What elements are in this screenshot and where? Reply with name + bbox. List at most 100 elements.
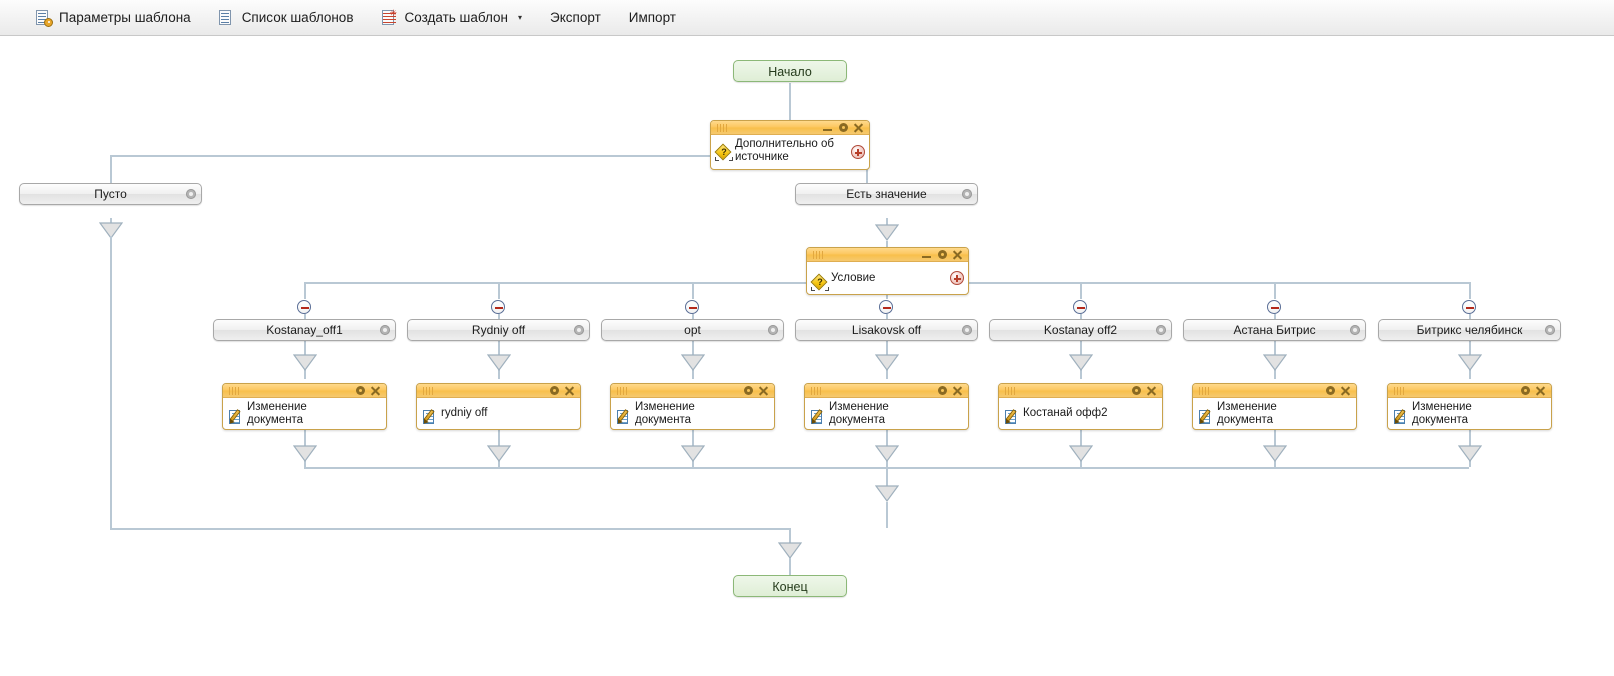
arrow-action-to-join — [1263, 445, 1287, 462]
toolbar-item-label: Импорт — [628, 10, 676, 25]
collapse-minus-icon[interactable] — [685, 300, 699, 314]
gear-icon[interactable] — [571, 319, 589, 341]
gear-icon[interactable] — [353, 385, 367, 397]
window-titlebar[interactable] — [1193, 384, 1356, 398]
window-titlebar[interactable] — [611, 384, 774, 398]
document-edit-icon — [1003, 408, 1021, 426]
add-plus-icon[interactable] — [950, 271, 964, 285]
end-node[interactable]: Конец — [733, 575, 847, 597]
collapse-minus-icon[interactable] — [1267, 300, 1281, 314]
gear-icon[interactable] — [741, 385, 755, 397]
branch-pill-empty[interactable]: Пусто — [19, 183, 202, 205]
branch-pill-kostanay-off1[interactable]: Kostanay_off1 — [213, 319, 396, 341]
window-titlebar[interactable] — [1388, 384, 1551, 398]
branch-pill-kostanay-off2[interactable]: Kostanay off2 — [989, 319, 1172, 341]
connector-hasvalue-down-1 — [886, 218, 888, 230]
close-icon[interactable] — [1338, 385, 1352, 397]
branch-pill-astana-bitris[interactable]: Астана Битрис — [1183, 319, 1366, 341]
drag-grip-icon[interactable] — [423, 386, 439, 395]
action-window-lisakovsk-off[interactable]: Изменение документа — [804, 383, 969, 430]
close-icon[interactable] — [1144, 385, 1158, 397]
action-window-kostanay-off1[interactable]: Изменение документа — [222, 383, 387, 430]
action-window-kostanay-off2[interactable]: Костанай офф2 — [998, 383, 1163, 430]
branch-pill-rydniy-off[interactable]: Rydniy off — [407, 319, 590, 341]
close-icon[interactable] — [562, 385, 576, 397]
gear-icon[interactable] — [183, 183, 201, 205]
branch-pill-lisakovsk-off[interactable]: Lisakovsk off — [795, 319, 978, 341]
window-titlebar[interactable] — [223, 384, 386, 398]
gear-icon[interactable] — [935, 249, 949, 261]
close-icon[interactable] — [851, 122, 865, 134]
gear-icon[interactable] — [1542, 319, 1560, 341]
arrow-branch-to-action — [293, 354, 317, 371]
window-body: Изменение документа — [1388, 398, 1551, 429]
close-icon[interactable] — [950, 385, 964, 397]
add-plus-icon[interactable] — [851, 145, 865, 159]
collapse-minus-icon[interactable] — [491, 300, 505, 314]
window-body: rydniy off — [417, 398, 580, 429]
drag-grip-icon[interactable] — [813, 250, 829, 259]
collapse-minus-icon[interactable] — [1462, 300, 1476, 314]
window-titlebar[interactable] — [807, 248, 968, 262]
action-window-bitriks-chelyabinsk[interactable]: Изменение документа — [1387, 383, 1552, 430]
drag-grip-icon[interactable] — [1394, 386, 1410, 395]
end-node-label: Конец — [772, 580, 808, 594]
window-titlebar[interactable] — [711, 121, 869, 135]
toolbar-item-create-template[interactable]: ✳ Создать шаблон ▾ — [368, 0, 537, 36]
drag-grip-icon[interactable] — [617, 386, 633, 395]
branch-pill-has-value[interactable]: Есть значение — [795, 183, 978, 205]
source-info-window[interactable]: ? Дополнительно об источнике — [710, 120, 870, 170]
action-window-rydniy-off[interactable]: rydniy off — [416, 383, 581, 430]
branch-label: Астана Битрис — [1233, 323, 1316, 337]
gear-icon[interactable] — [1347, 319, 1365, 341]
gear-icon[interactable] — [765, 319, 783, 341]
toolbar-item-label: Экспорт — [550, 10, 601, 25]
document-edit-icon — [421, 408, 439, 426]
toolbar-item-template-list[interactable]: Список шаблонов — [205, 0, 368, 36]
branch-pill-opt[interactable]: opt — [601, 319, 784, 341]
close-icon[interactable] — [1533, 385, 1547, 397]
drag-grip-icon[interactable] — [1199, 386, 1215, 395]
window-body: Изменение документа — [1193, 398, 1356, 429]
arrow-branch-to-action — [1458, 354, 1482, 371]
gear-icon[interactable] — [1323, 385, 1337, 397]
minimize-icon[interactable] — [920, 249, 934, 261]
gear-icon[interactable] — [1129, 385, 1143, 397]
gear-icon[interactable] — [547, 385, 561, 397]
gear-icon[interactable] — [959, 183, 977, 205]
gear-icon[interactable] — [935, 385, 949, 397]
document-edit-icon — [615, 408, 633, 426]
drag-grip-icon[interactable] — [811, 386, 827, 395]
connector-minus-to-branch-7 — [1469, 314, 1471, 319]
start-node[interactable]: Начало — [733, 60, 847, 82]
drag-grip-icon[interactable] — [717, 123, 733, 132]
window-titlebar[interactable] — [999, 384, 1162, 398]
gear-icon[interactable] — [377, 319, 395, 341]
action-title: rydniy off — [441, 407, 488, 419]
workflow-canvas[interactable]: Начало ? Дополнительно об источнике Пуст… — [0, 36, 1614, 676]
toolbar-item-template-params[interactable]: Параметры шаблона — [22, 0, 205, 36]
close-icon[interactable] — [756, 385, 770, 397]
collapse-minus-icon[interactable] — [1073, 300, 1087, 314]
toolbar-item-import[interactable]: Импорт — [615, 0, 690, 36]
collapse-minus-icon[interactable] — [297, 300, 311, 314]
condition-window[interactable]: ? Условие — [806, 247, 969, 295]
gear-icon[interactable] — [836, 122, 850, 134]
window-titlebar[interactable] — [417, 384, 580, 398]
arrow-action-to-join — [1069, 445, 1093, 462]
gear-icon[interactable] — [1153, 319, 1171, 341]
minimize-icon[interactable] — [821, 122, 835, 134]
drag-grip-icon[interactable] — [229, 386, 245, 395]
close-icon[interactable] — [950, 249, 964, 261]
close-icon[interactable] — [368, 385, 382, 397]
window-body: ? Дополнительно об источнике — [711, 135, 869, 169]
collapse-minus-icon[interactable] — [879, 300, 893, 314]
gear-icon[interactable] — [959, 319, 977, 341]
window-titlebar[interactable] — [805, 384, 968, 398]
drag-grip-icon[interactable] — [1005, 386, 1021, 395]
toolbar-item-export[interactable]: Экспорт — [536, 0, 615, 36]
action-window-astana-bitris[interactable]: Изменение документа — [1192, 383, 1357, 430]
branch-pill-bitriks-chelyabinsk[interactable]: Битрикс челябинск — [1378, 319, 1561, 341]
gear-icon[interactable] — [1518, 385, 1532, 397]
action-window-opt[interactable]: Изменение документа — [610, 383, 775, 430]
